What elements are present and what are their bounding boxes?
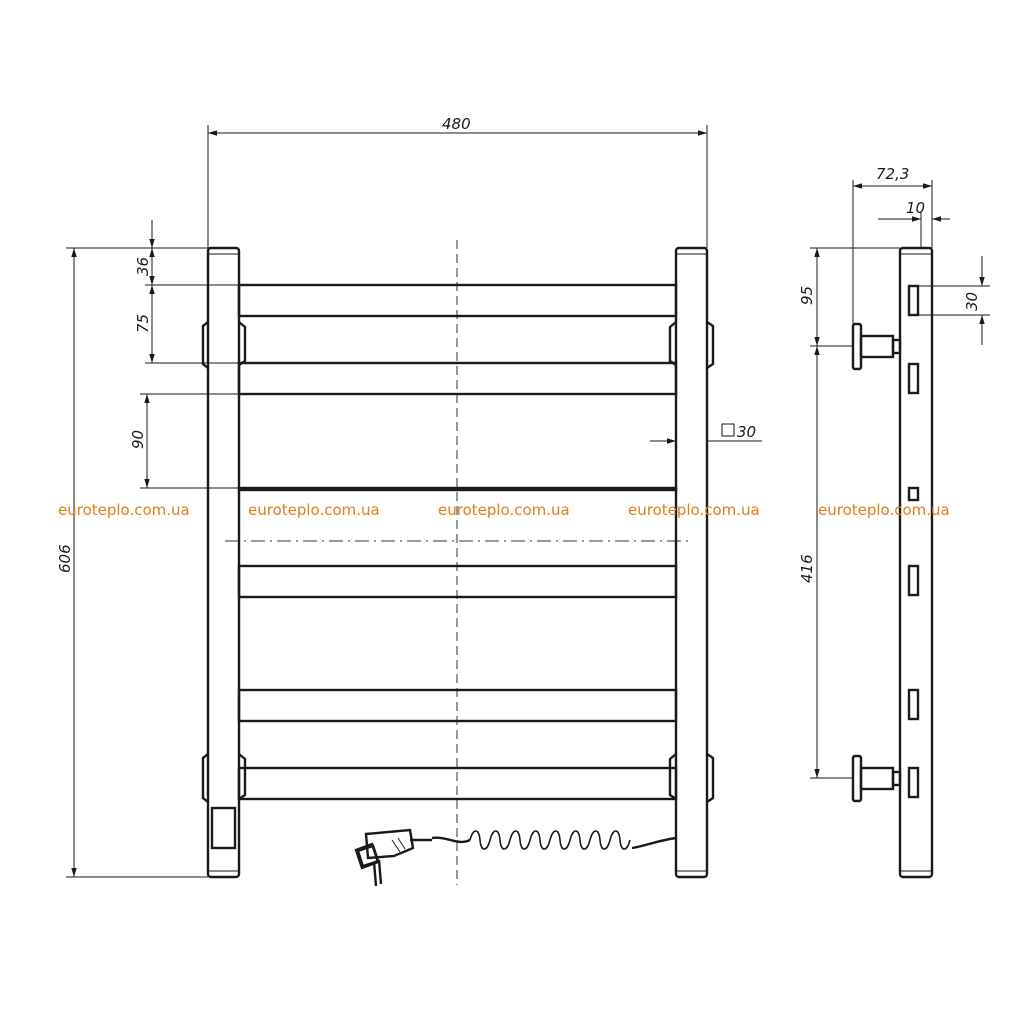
height-dimension: 606: [56, 544, 74, 573]
coiled-cable: [410, 830, 677, 850]
wall-mount-bottom: [851, 754, 902, 803]
crossbar: [237, 486, 678, 492]
left-upright: [206, 246, 241, 879]
side-view: 72,3 10 95 30 416: [798, 165, 990, 879]
bar-gap-1-dimension: 75: [134, 314, 152, 333]
power-plug: [354, 828, 415, 887]
wall-mount-top: [851, 322, 902, 371]
watermark-text: euroteplo.com.ua: [58, 501, 190, 519]
square-profile-icon: [721, 423, 735, 437]
bar-section: [907, 362, 920, 395]
side-bar-dimension: 30: [963, 292, 981, 311]
crossbar: [237, 361, 678, 396]
bar-section: [907, 486, 920, 502]
watermark-text: euroteplo.com.ua: [248, 501, 380, 519]
side-upright: [898, 246, 934, 879]
bar-section: [907, 766, 920, 799]
mount-distance-dimension: 416: [798, 554, 816, 583]
bar-gap-2-dimension: 90: [129, 430, 147, 449]
watermarks: euroteplo.com.ua euroteplo.com.ua eurote…: [58, 501, 950, 519]
bar-sections: [907, 284, 920, 799]
right-upright: [674, 246, 709, 879]
watermark-text: euroteplo.com.ua: [818, 501, 950, 519]
crossbars: [237, 283, 678, 801]
width-dimension: 480: [442, 115, 471, 133]
bracket-bottom-right: [668, 753, 715, 803]
crossbar: [237, 766, 678, 801]
switch-box: [210, 806, 237, 850]
bracket-bottom-left: [201, 753, 247, 803]
watermark-text: euroteplo.com.ua: [628, 501, 760, 519]
bar-section: [907, 688, 920, 721]
top-offset-dimension: 36: [134, 257, 152, 276]
crossbar: [237, 564, 678, 599]
profile-dimension: 30: [737, 423, 756, 441]
watermark-text: euroteplo.com.ua: [438, 501, 570, 519]
bar-section: [907, 564, 920, 597]
front-view: 480 606 36 75 90 30: [56, 115, 762, 887]
crossbar: [237, 688, 678, 723]
crossbar: [237, 283, 678, 318]
bar-section: [907, 284, 920, 317]
side-top-dimension: 95: [798, 286, 816, 305]
depth-dimension: 72,3: [876, 165, 909, 183]
bracket-depth-dimension: 10: [906, 199, 925, 217]
